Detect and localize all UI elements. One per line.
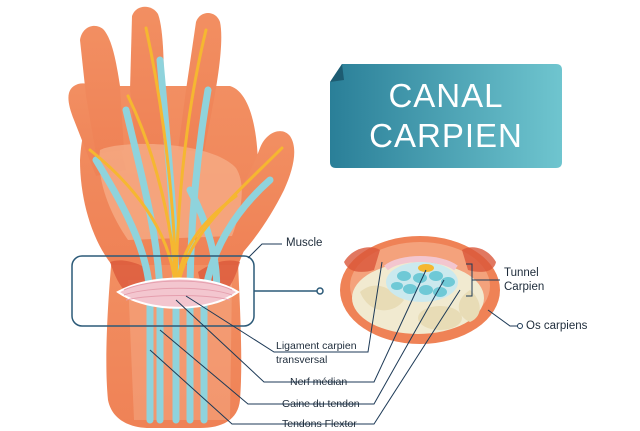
label-tendons-flextor: Tendons Flextor [282,418,357,430]
hand-illustration [68,6,295,428]
label-ligament-line-1: Ligament carpien [276,340,357,352]
label-nerf-median: Nerf médian [290,376,348,388]
label-tunnel-line-1: Tunnel [504,267,539,279]
label-ligament-line-2: transversal [276,354,328,366]
leader-lines [149,243,518,425]
label-gaine-tendon: Gaine du tendon [282,398,360,410]
label-muscle: Muscle [286,237,323,249]
label-tunnel-line-2: Carpien [504,281,545,293]
cross-section [340,236,500,344]
title-banner [330,64,562,168]
label-os-carpiens: Os carpiens [526,320,588,332]
